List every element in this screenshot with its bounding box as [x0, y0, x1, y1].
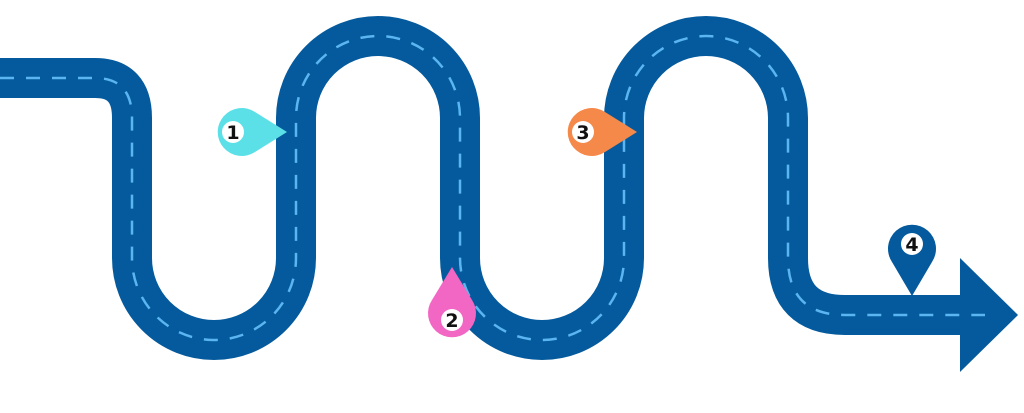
marker-1-label: 1: [226, 122, 239, 144]
road-arrowhead: [960, 258, 1018, 372]
milestone-marker-3: 3: [567, 108, 637, 156]
marker-4-pin: [888, 224, 936, 296]
marker-4-label: 4: [905, 234, 918, 256]
marker-2-label: 2: [445, 310, 458, 332]
marker-4-badge: [901, 233, 923, 255]
marker-2-pin: [428, 267, 476, 338]
marker-2-badge: [441, 309, 463, 331]
marker-3-pin: [567, 108, 637, 156]
marker-1-badge: [222, 121, 244, 143]
marker-3-label: 3: [576, 122, 589, 144]
road-lane-dashes: [0, 34, 985, 342]
milestone-marker-4: 4: [888, 224, 936, 296]
milestone-marker-2: 2: [428, 267, 476, 338]
milestone-marker-1: 1: [217, 108, 287, 156]
road-path: [0, 16, 965, 360]
marker-1-pin: [217, 108, 287, 156]
marker-3-badge: [572, 121, 594, 143]
